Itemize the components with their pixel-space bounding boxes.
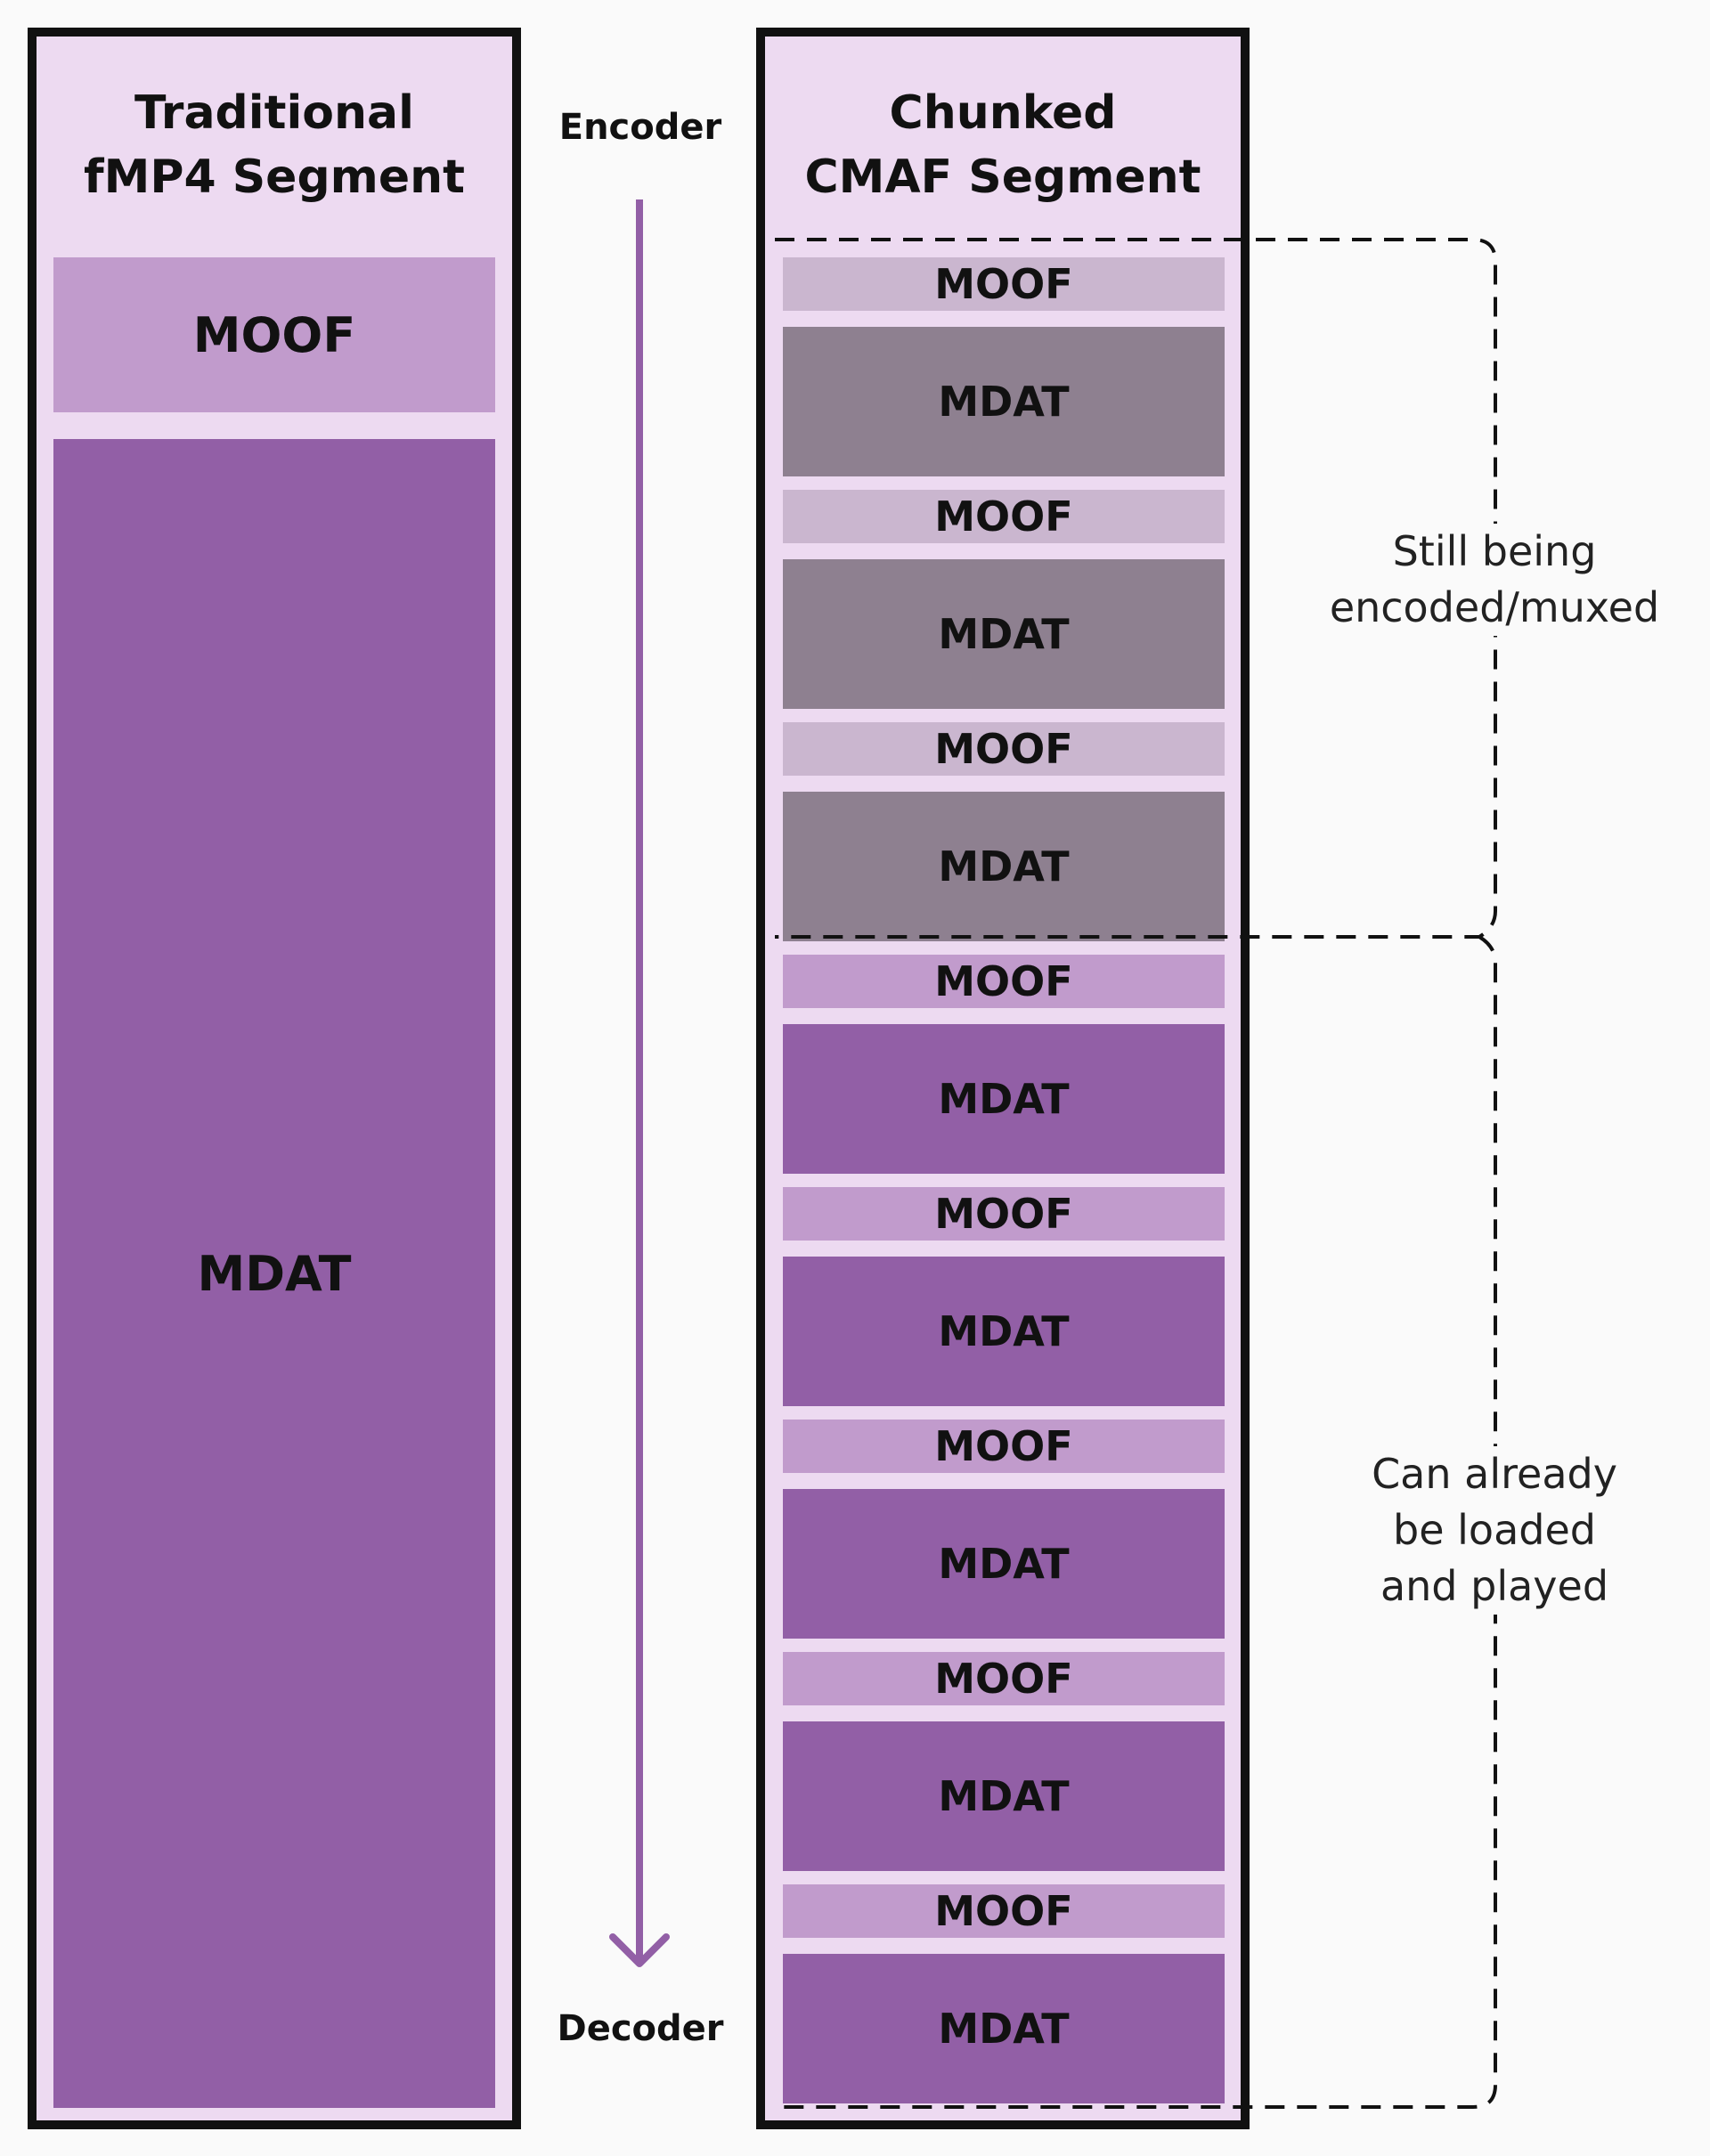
traditional-panel-title: Traditional fMP4 Segment bbox=[37, 81, 512, 209]
moof-box: MOOF bbox=[53, 257, 495, 412]
chunk-mdat-box: MDAT bbox=[783, 1721, 1225, 1871]
traditional-fmp4-panel: Traditional fMP4 Segment MOOF MDAT bbox=[28, 28, 521, 2129]
note-line: encoded/muxed bbox=[1329, 583, 1660, 631]
chunk-mdat-box: MDAT bbox=[783, 1489, 1225, 1639]
chunk-mdat-box: MDAT bbox=[783, 559, 1225, 709]
note-line: Can already bbox=[1372, 1450, 1617, 1498]
down-arrow-icon bbox=[609, 199, 670, 1967]
note-line: Still being bbox=[1392, 527, 1597, 575]
title-line-2: fMP4 Segment bbox=[83, 151, 466, 204]
chunk-mdat-box: MDAT bbox=[783, 1024, 1225, 1174]
decoder-label: Decoder bbox=[557, 2008, 724, 2049]
note-line: be loaded bbox=[1393, 1506, 1596, 1554]
chunked-panel-title: Chunked CMAF Segment bbox=[765, 81, 1241, 209]
chunk-moof-box: MOOF bbox=[783, 722, 1225, 776]
title-line-2: CMAF Segment bbox=[804, 151, 1201, 204]
chunk-mdat-box: MDAT bbox=[783, 327, 1225, 476]
title-line-1: Traditional bbox=[134, 86, 414, 140]
chunk-mdat-box: MDAT bbox=[783, 1257, 1225, 1406]
title-line-1: Chunked bbox=[889, 86, 1117, 140]
encoder-label: Encoder bbox=[558, 107, 722, 148]
chunk-mdat-box: MDAT bbox=[783, 792, 1225, 941]
chunk-moof-box: MOOF bbox=[783, 257, 1225, 311]
mdat-box: MDAT bbox=[53, 439, 495, 2108]
chunk-moof-box: MOOF bbox=[783, 1884, 1225, 1938]
chunk-moof-box: MOOF bbox=[783, 1187, 1225, 1241]
chunk-moof-box: MOOF bbox=[783, 1652, 1225, 1705]
chunk-moof-box: MOOF bbox=[783, 1420, 1225, 1473]
chunked-cmaf-panel: Chunked CMAF Segment MOOF MDAT MOOF MDAT MOO… bbox=[756, 28, 1250, 2129]
note-line: and played bbox=[1380, 1562, 1609, 1610]
ready-note: Can already be loaded and played bbox=[1307, 1446, 1682, 1615]
chunk-moof-box: MOOF bbox=[783, 955, 1225, 1008]
encoding-note: Still being encoded/muxed bbox=[1307, 524, 1682, 636]
chunk-moof-box: MOOF bbox=[783, 490, 1225, 543]
chunk-mdat-box: MDAT bbox=[783, 1954, 1225, 2103]
ready-bracket bbox=[775, 935, 1497, 2109]
